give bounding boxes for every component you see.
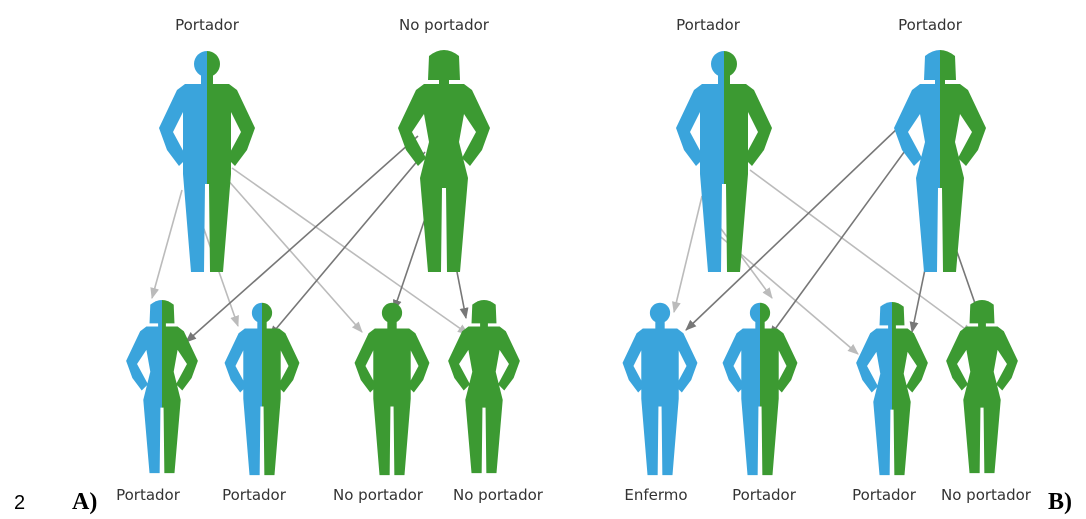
arrow: [185, 135, 419, 343]
arrow: [225, 177, 363, 333]
child-label: Portador: [222, 486, 287, 504]
parent-label: Portador: [175, 16, 240, 34]
child-carrier-figure-icon: [722, 302, 798, 476]
child-affected-figure-icon: [622, 302, 698, 476]
panel-tag: B): [1048, 489, 1072, 515]
arrows-father-a: [150, 167, 469, 335]
parent-mother-a: No portador: [398, 16, 490, 272]
arrow: [749, 169, 973, 335]
child-carrier-figure-icon: [224, 302, 300, 476]
normal-figure-icon: [398, 50, 490, 272]
child-label: Portador: [116, 486, 181, 504]
arrow: [672, 195, 703, 314]
child-normal-figure-icon: [354, 302, 430, 476]
panel-tag: A): [72, 489, 97, 515]
child-carrier-figure-icon: [856, 302, 928, 476]
arrow: [269, 151, 426, 337]
child-label: Portador: [852, 486, 917, 504]
carrier-figure-icon: [894, 50, 986, 272]
panel-b: Portador Portador Enfermo: [622, 16, 1072, 515]
parent-label: Portador: [676, 16, 741, 34]
child-label: No portador: [333, 486, 424, 504]
child-label: No portador: [941, 486, 1032, 504]
parent-father-a: Portador: [159, 16, 255, 272]
child-label: No portador: [453, 486, 544, 504]
arrow: [715, 221, 773, 299]
arrow: [685, 125, 901, 331]
parent-label: Portador: [898, 16, 963, 34]
page-number: 2: [14, 492, 25, 514]
child-normal-figure-icon: [946, 300, 1018, 474]
arrow: [769, 143, 911, 337]
parent-label: No portador: [399, 16, 490, 34]
child-normal-figure-icon: [448, 300, 520, 474]
child-carrier-figure-icon: [126, 300, 198, 474]
arrow: [150, 189, 183, 300]
parent-father-b: Portador: [676, 16, 772, 272]
parent-mother-b: Portador: [894, 16, 986, 272]
arrow: [231, 167, 469, 335]
child-label: Portador: [732, 486, 797, 504]
arrows-mother-b: [685, 125, 979, 337]
panel-a: Portador No portador Portador: [14, 16, 544, 515]
child-label: Enfermo: [624, 486, 687, 504]
